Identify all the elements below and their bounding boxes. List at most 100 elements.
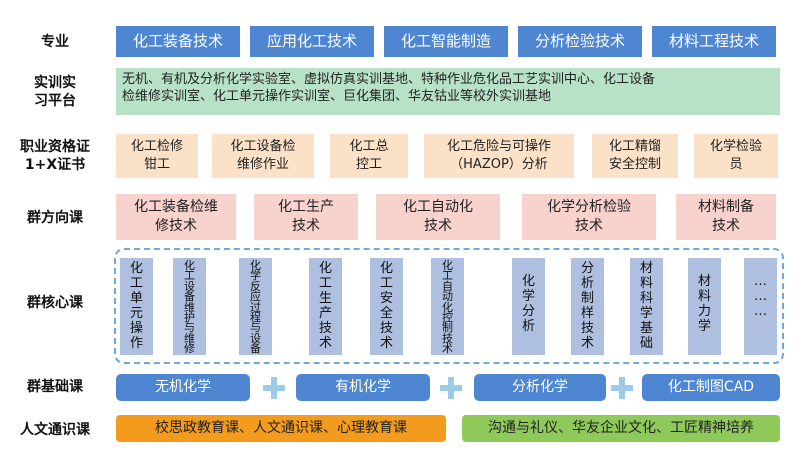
- core-course-char: 基: [639, 321, 653, 336]
- core-course-char: 技: [379, 321, 393, 336]
- core-course-char: 科: [639, 291, 653, 306]
- core-course-column: 化工自动化控制技术: [431, 258, 464, 355]
- basic-course-box: 有机化学: [296, 374, 430, 401]
- core-course-char: 化: [250, 259, 261, 272]
- core-course-char: 工: [318, 276, 332, 291]
- core-course-char: 析: [580, 276, 594, 291]
- core-course-char: 程: [250, 311, 261, 325]
- core-course-char: 维: [184, 331, 195, 345]
- certificate-box: 化工设备检维修作业: [212, 134, 314, 178]
- core-courses-frame: [114, 248, 784, 364]
- plus-icon: [263, 377, 285, 399]
- certificate-box: 化工总控工: [330, 134, 408, 178]
- core-course-char: 学: [639, 306, 653, 321]
- core-course-char: 材: [697, 274, 711, 289]
- core-course-char: 产: [318, 306, 332, 321]
- core-course-char: 作: [129, 336, 143, 351]
- core-course-char: 生: [318, 291, 332, 306]
- core-course-char: 学: [697, 319, 711, 334]
- core-course-char: 设: [250, 331, 261, 345]
- direction-course-box: 材料制备技术: [676, 194, 776, 240]
- major-box: 应用化工技术: [250, 26, 374, 57]
- plus-icon: [440, 377, 462, 399]
- core-course-char: 护: [184, 311, 195, 325]
- basic-course-box: 无机化学: [116, 374, 250, 401]
- humanities-school-box: 校思政教育课、人文通识课、心理教育课: [116, 415, 446, 442]
- certificate-box: 化学检验员: [694, 134, 778, 178]
- basic-course-box: 分析化学: [474, 374, 606, 401]
- core-course-char: 材: [639, 261, 653, 276]
- label-core-courses: 群核心课: [27, 295, 83, 311]
- core-course-column: 材料科学基础: [630, 258, 663, 355]
- core-course-char: 工: [442, 269, 453, 283]
- core-course-column: 化工安全技术: [370, 258, 403, 355]
- core-course-char: 安: [379, 291, 393, 306]
- core-course-char: 全: [379, 306, 393, 321]
- core-course-char: 分: [521, 304, 535, 319]
- core-course-char: 础: [639, 336, 653, 351]
- core-course-char: 力: [697, 304, 711, 319]
- core-course-char: 设: [184, 279, 195, 293]
- major-box: 化工智能制造: [384, 26, 508, 57]
- core-course-char: 反: [250, 279, 261, 293]
- core-course-char: 化: [379, 261, 393, 276]
- core-course-char: 化: [129, 261, 143, 276]
- core-course-char: …: [754, 289, 767, 304]
- direction-course-box: 化工自动化技术: [376, 194, 500, 240]
- core-course-char: 样: [580, 306, 594, 321]
- core-course-char: 备: [250, 342, 261, 356]
- core-course-char: 制: [580, 291, 594, 306]
- major-box: 材料工程技术: [652, 26, 776, 57]
- certificate-box: 化工精馏安全控制: [592, 134, 678, 178]
- label-training-platform: 实训实习平台: [34, 75, 76, 109]
- core-course-char: 过: [250, 300, 261, 314]
- core-course-char: 术: [442, 342, 453, 356]
- core-course-char: …: [754, 274, 767, 289]
- core-course-char: 备: [184, 290, 195, 304]
- core-course-column: 化工设备维护与维修: [173, 258, 206, 355]
- core-course-char: 析: [521, 319, 535, 334]
- core-course-char: 工: [129, 276, 143, 291]
- core-course-char: 自: [442, 279, 453, 293]
- core-course-column: ………: [744, 258, 777, 355]
- core-course-column: 化学反应过程与设备: [239, 258, 272, 355]
- core-course-char: 动: [442, 290, 453, 304]
- certificate-box: 化工检修钳工: [116, 134, 198, 178]
- core-course-char: 工: [184, 269, 195, 283]
- core-course-char: 技: [442, 331, 453, 345]
- core-course-char: 化: [318, 261, 332, 276]
- core-course-char: 操: [129, 321, 143, 336]
- core-course-char: 分: [580, 261, 594, 276]
- core-course-column: 化学分析: [512, 258, 545, 355]
- core-course-column: 化工单元操作: [120, 258, 153, 355]
- training-platform-box: 无机、有机及分析化学实验室、虚拟仿真实训基地、特种作业危化品工艺实训中心、化工设…: [116, 68, 780, 115]
- plus-icon: [611, 377, 633, 399]
- core-course-char: 化: [184, 259, 195, 272]
- core-course-char: 术: [318, 336, 332, 351]
- core-course-char: 料: [697, 289, 711, 304]
- core-course-char: 化: [442, 259, 453, 272]
- core-course-char: 化: [521, 274, 535, 289]
- core-course-char: 修: [184, 342, 195, 356]
- core-course-column: 分析制样技术: [571, 258, 604, 355]
- core-course-char: 控: [442, 311, 453, 325]
- direction-course-box: 化学分析检验技术: [522, 194, 656, 240]
- core-course-char: 制: [442, 321, 453, 335]
- core-course-char: 元: [129, 306, 143, 321]
- core-course-column: 材料力学: [688, 258, 721, 355]
- label-basic-courses: 群基础课: [27, 379, 83, 395]
- core-course-column: 化工生产技术: [309, 258, 342, 355]
- core-course-char: 学: [250, 269, 261, 283]
- humanities-enterprise-box: 沟通与礼仪、华友企业文化、工匠精神培养: [462, 415, 780, 442]
- core-course-char: 应: [250, 290, 261, 304]
- label-major: 专业: [41, 34, 69, 50]
- basic-course-box: 化工制图CAD: [642, 374, 780, 401]
- major-box: 化工装备技术: [116, 26, 240, 57]
- core-course-char: 术: [580, 336, 594, 351]
- core-course-char: 与: [184, 321, 195, 335]
- core-course-char: …: [754, 304, 767, 319]
- direction-course-box: 化工生产技术: [254, 194, 358, 240]
- core-course-char: 术: [379, 336, 393, 351]
- core-course-char: 工: [379, 276, 393, 291]
